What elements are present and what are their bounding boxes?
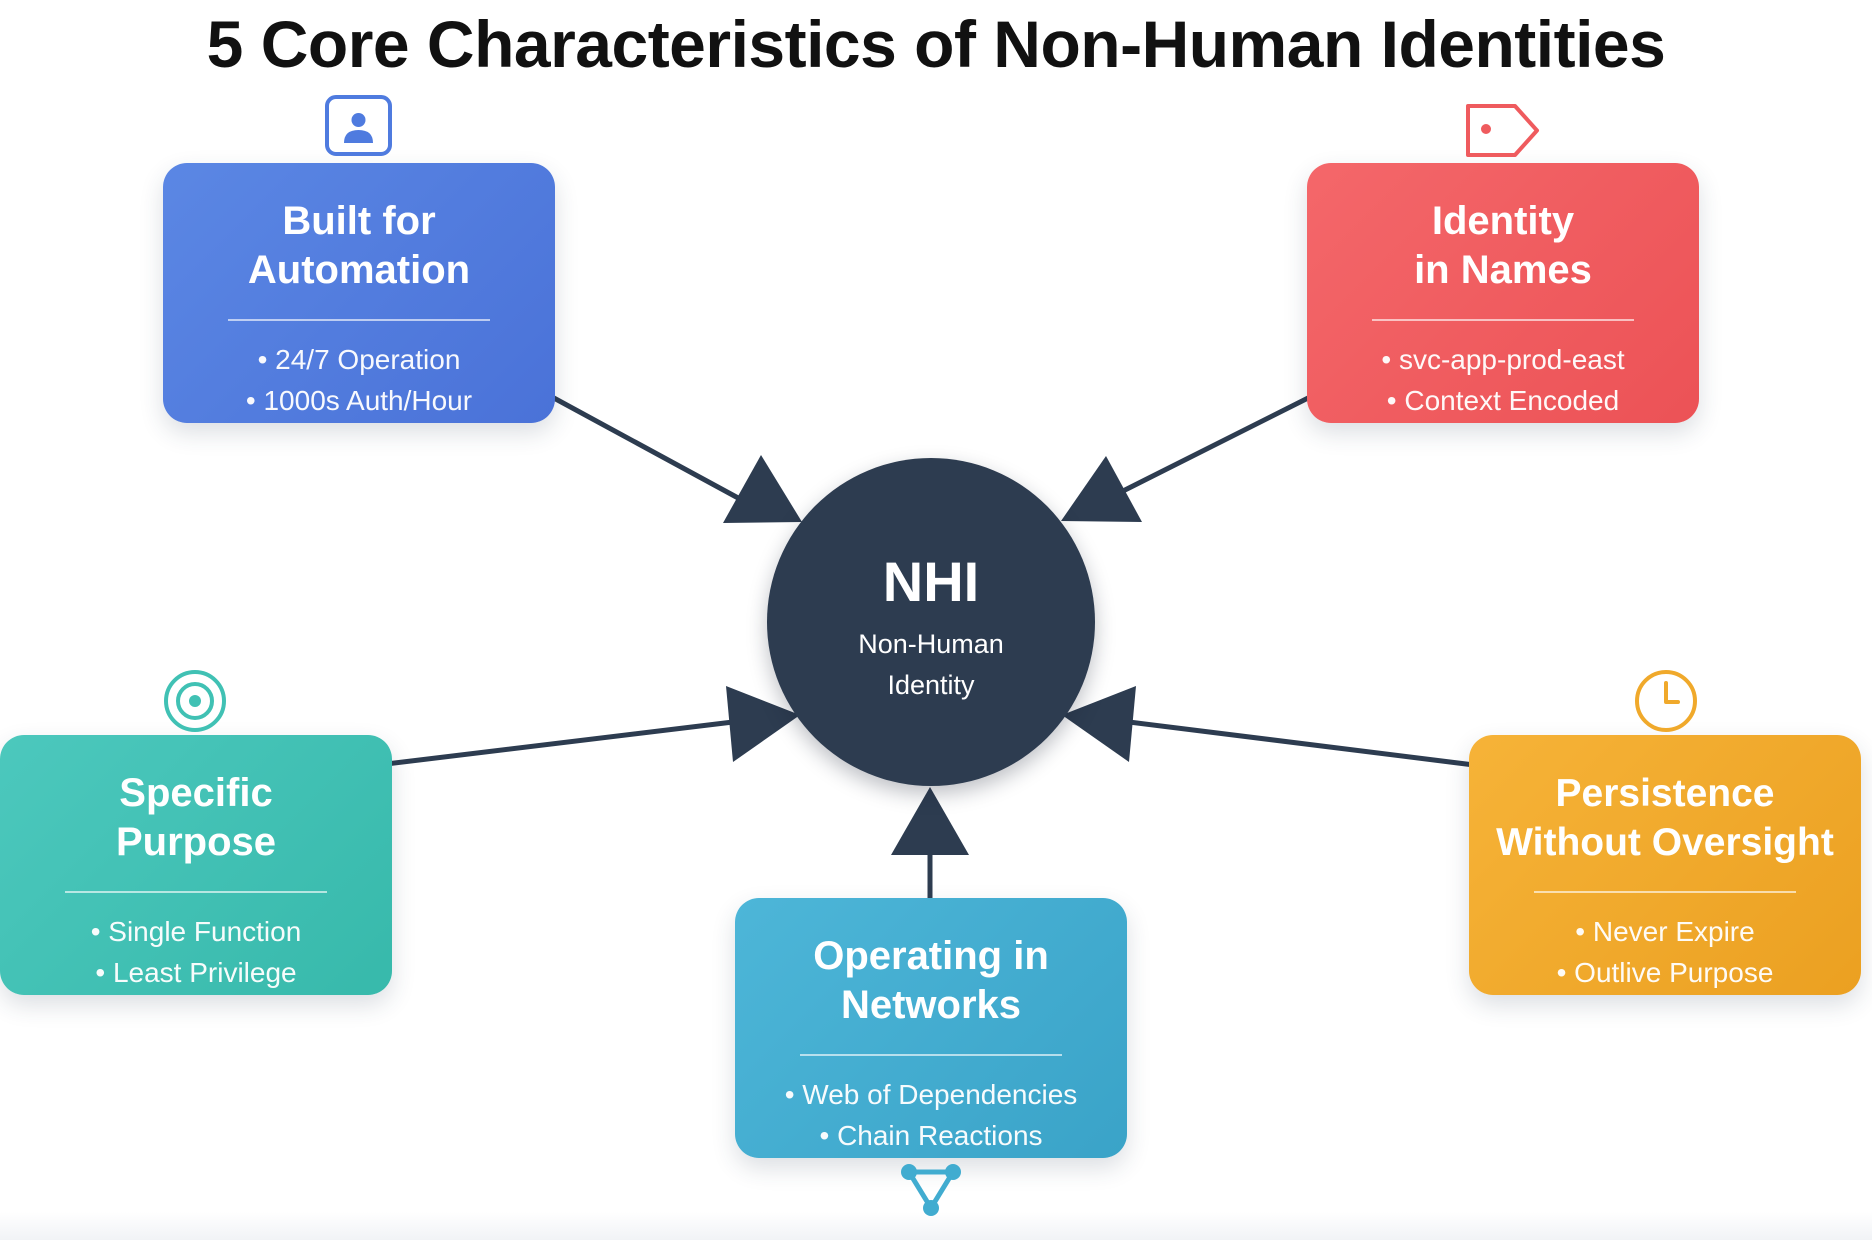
card-identity-in-names: Identity in Names • svc-app-prod-east • … <box>1307 163 1699 423</box>
card-title: Operating in Networks <box>813 934 1049 1027</box>
tag-icon <box>1466 104 1539 157</box>
card-bullet: • Never Expire <box>1575 916 1755 947</box>
connector-automation <box>538 388 743 502</box>
page-footer-band <box>0 1212 1872 1240</box>
connector-purpose <box>375 719 736 768</box>
arrowhead-networks <box>891 787 969 855</box>
card-operating-in-networks: Operating in Networks • Web of Dependenc… <box>735 898 1127 1158</box>
card-bullet: • Outlive Purpose <box>1556 957 1774 988</box>
card-bullet: • Web of Dependencies <box>784 1079 1078 1110</box>
card-divider <box>228 319 490 321</box>
target-icon <box>164 670 226 732</box>
network-icon <box>901 1164 961 1216</box>
nhi-hub: NHI Non-Human Identity <box>767 458 1095 786</box>
card-divider <box>65 891 327 893</box>
user-badge-icon <box>325 95 392 156</box>
card-bullet: • Single Function <box>90 916 302 947</box>
card-divider <box>1372 319 1634 321</box>
connector-names <box>1122 388 1325 493</box>
hub-subtitle: Non-Human Identity <box>858 629 1004 700</box>
card-bullet: • Chain Reactions <box>819 1120 1043 1151</box>
card-title: Specific Purpose <box>115 771 277 864</box>
card-divider <box>1534 891 1796 893</box>
card-bullet: • Context Encoded <box>1386 385 1620 416</box>
clock-icon <box>1635 670 1697 732</box>
arrowhead-persistence <box>1062 686 1136 762</box>
card-bullet: • 1000s Auth/Hour <box>245 385 473 416</box>
card-specific-purpose: Specific Purpose • Single Function • Lea… <box>0 735 392 995</box>
card-title: Identity in Names <box>1414 199 1592 292</box>
card-title: Built for Automation <box>247 199 471 292</box>
connector-persistence <box>1126 719 1477 768</box>
card-divider <box>800 1054 1062 1056</box>
arrowhead-purpose <box>726 686 800 762</box>
arrowhead-names <box>1061 456 1142 522</box>
hub-title: NHI <box>882 550 980 613</box>
card-built-for-automation: Built for Automation • 24/7 Operation • … <box>163 163 555 423</box>
card-bullet: • svc-app-prod-east <box>1381 344 1625 375</box>
card-bullet: • 24/7 Operation <box>257 344 461 375</box>
card-bullet: • Least Privilege <box>95 957 297 988</box>
page-title: 5 Core Characteristics of Non-Human Iden… <box>206 7 1666 81</box>
card-persistence-without-oversight: Persistence Without Oversight • Never Ex… <box>1469 735 1861 995</box>
card-title: Persistence Without Oversight <box>1496 772 1834 864</box>
arrowhead-automation <box>723 455 802 523</box>
